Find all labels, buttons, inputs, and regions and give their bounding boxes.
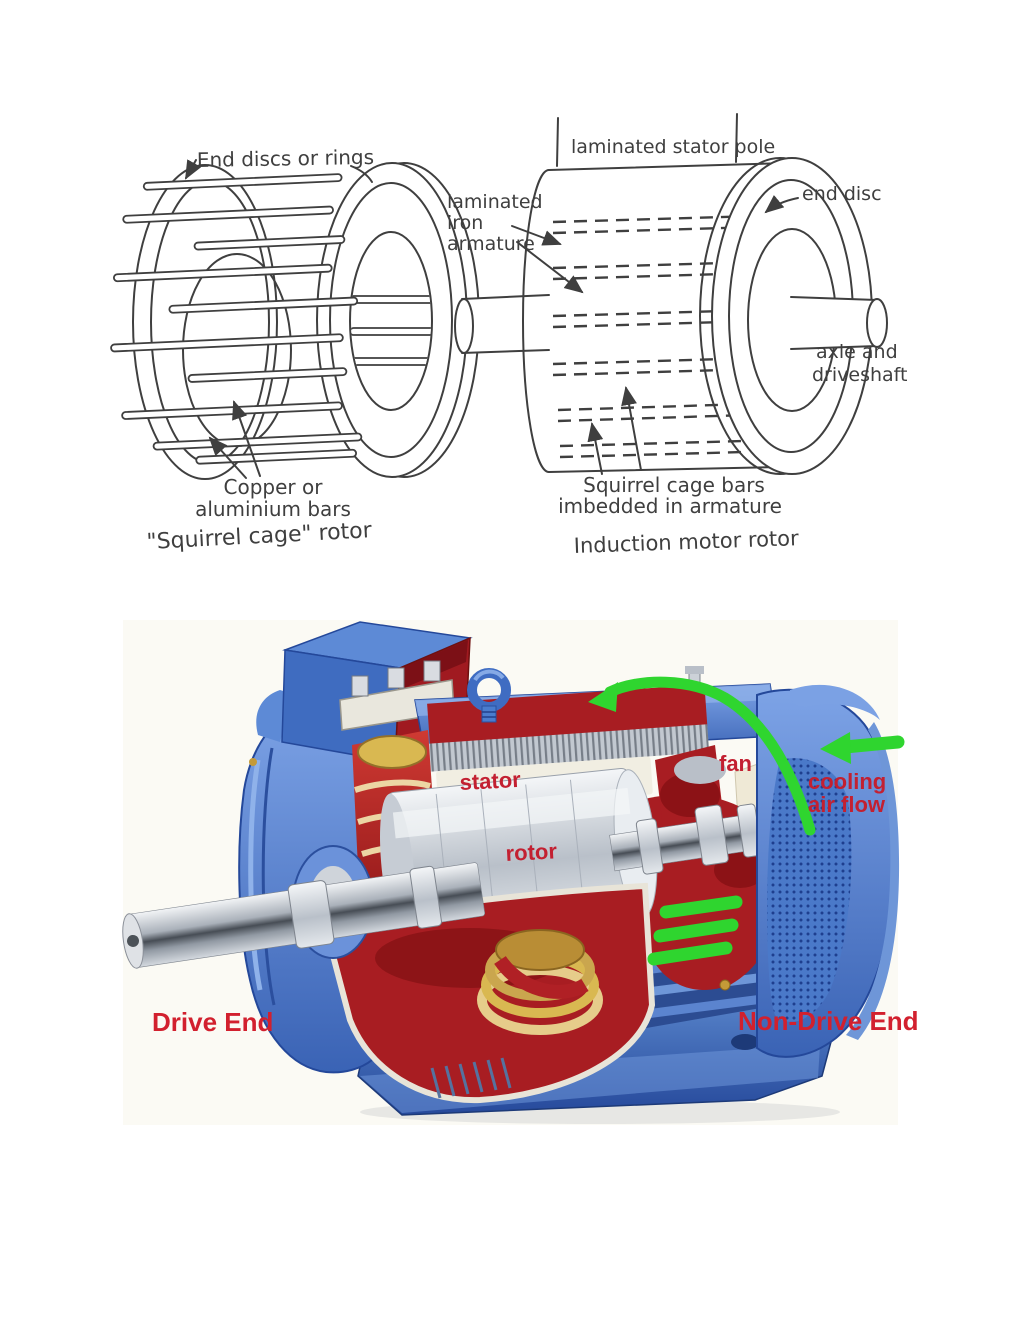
stator-pole-line-right	[735, 113, 738, 163]
cooling-label-line1: cooling	[808, 769, 886, 794]
armature-label-line2: iron	[447, 212, 483, 234]
stator-label: stator	[459, 767, 522, 795]
armature-arrow-2	[516, 241, 584, 294]
bars-arrow-2	[232, 400, 261, 477]
end-discs-label: End discs or rings	[197, 145, 375, 172]
cooling-label-line2: air flow	[808, 792, 886, 817]
cage-bars-label-line2: imbedded in armature	[558, 494, 782, 518]
induction-motor-rotor-drawing: laminated stator pole laminated iron arm…	[447, 113, 907, 558]
stator-laminations	[425, 724, 710, 772]
fan-cover-mesh	[766, 758, 852, 1022]
non-drive-end-label: Non-Drive End	[738, 1006, 919, 1036]
end-discs-arrow	[185, 159, 202, 180]
fin-airflow-streak-3	[647, 941, 733, 966]
fan-label: fan	[719, 751, 752, 776]
induction-rotor-caption: Induction motor rotor	[573, 526, 799, 558]
axle-label-line2: driveshaft	[812, 364, 907, 386]
end-disc-arrow	[764, 194, 799, 214]
armature-label-line3: armature	[447, 233, 535, 255]
bars-seen-through-hole	[351, 295, 431, 366]
cage-bars-arrow-2	[621, 386, 642, 471]
squirrel-cage-caption: "Squirrel cage" rotor	[146, 518, 373, 555]
rotor-label: rotor	[505, 838, 558, 866]
body-top	[548, 162, 788, 171]
airflow-arrow-straight	[838, 735, 905, 754]
cooling-airflow-arrows	[588, 676, 905, 966]
airflow-arrowhead-straight	[820, 732, 851, 764]
lifting-eye-bolt	[467, 668, 511, 723]
end-disc-label: end disc	[802, 183, 882, 205]
axle-shaft	[791, 297, 877, 349]
motor-cutaway-illustration: stator rotor fan cooling air flow Drive …	[122, 620, 919, 1125]
squirrel-cage-rotor-drawing: End discs or rings Copper or aluminium b…	[110, 145, 480, 555]
cage-bars	[110, 173, 363, 465]
de-lower-winding-chamber	[321, 882, 656, 1104]
left-ring-outer	[132, 164, 278, 480]
fin-airflow-streak-2	[653, 918, 739, 943]
bars-label-line2: aluminium bars	[195, 497, 351, 521]
stator-pole-label: laminated stator pole	[571, 136, 775, 158]
left-ring-inner	[150, 180, 270, 464]
cage-inner-opening	[182, 253, 292, 447]
armature-label-line1: laminated	[447, 191, 543, 213]
bars-arrow-1	[208, 436, 247, 479]
stub-shaft	[462, 295, 549, 355]
cage-bars-label-line1: Squirrel cage bars	[583, 473, 765, 497]
airflow-arrow-curve	[604, 676, 816, 836]
cage-bars-arrow-1	[587, 422, 604, 475]
fin-airflow-streak-1	[659, 895, 743, 919]
axle-label-line1: axle and	[816, 341, 898, 363]
drive-shaft	[122, 862, 486, 969]
bottom-ribs	[430, 1057, 512, 1099]
right-disc-hole	[349, 231, 433, 411]
armature-arrow-1	[511, 225, 562, 246]
shaft-collar	[287, 880, 335, 949]
stator-pole-line-left	[556, 117, 559, 167]
drive-end-label: Drive End	[152, 1007, 273, 1037]
nde-shaft	[609, 803, 804, 875]
terminal-clamps	[351, 660, 441, 697]
airflow-arrowhead-curve	[588, 682, 618, 712]
body-left-face	[522, 169, 550, 473]
body-bottom	[548, 466, 781, 473]
end-discs-tail	[350, 165, 373, 183]
bars-label-line1: Copper or	[224, 475, 324, 499]
